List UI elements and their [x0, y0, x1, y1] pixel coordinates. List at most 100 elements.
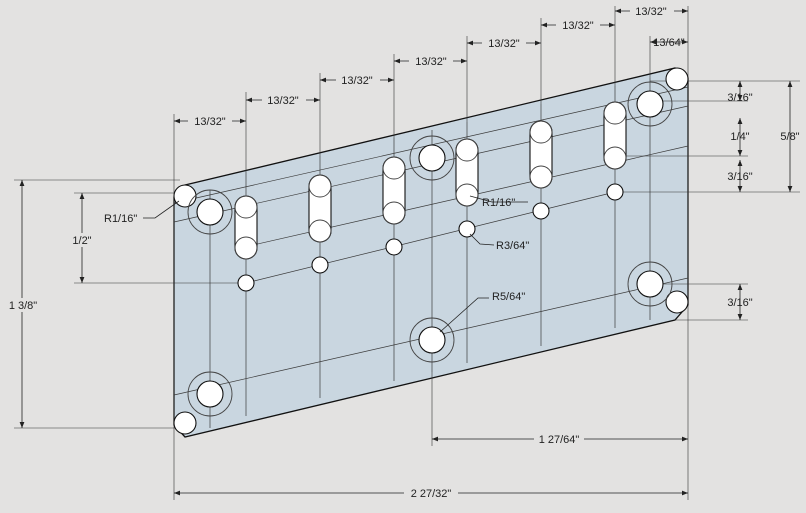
guide-line: [245, 191, 616, 284]
slot: [603, 101, 627, 170]
dim-label-edge-offset: 13/64": [653, 37, 685, 49]
leader-line: [469, 195, 528, 203]
mounting-hole: [636, 270, 664, 298]
label-bg: [556, 18, 600, 32]
slot-end: [529, 165, 553, 189]
slot: [234, 195, 258, 260]
slots: [234, 101, 627, 260]
arrowhead: [79, 277, 85, 283]
arrowhead: [737, 186, 743, 192]
arrowhead: [650, 39, 656, 45]
arrowhead: [609, 22, 615, 28]
radius-label-small-hole: R3/64": [496, 240, 529, 252]
arrowhead: [174, 490, 180, 496]
label-bg: [482, 36, 526, 50]
arrowhead: [682, 436, 688, 442]
small-hole: [606, 183, 624, 201]
mounting-hole: [196, 198, 224, 226]
arrowhead: [19, 422, 25, 428]
radius-callouts: R1/16" R1/16" R3/64" R5/64": [104, 195, 529, 333]
corner-fillet: [665, 67, 689, 91]
mounting-hole: [418, 144, 446, 172]
radius-label-mount-hole: R5/64": [492, 291, 525, 303]
dim-label-bottom-2-27-32: 2 27/32": [411, 488, 452, 500]
dim-label-left-1-2: 1/2": [72, 235, 91, 247]
arrowhead: [737, 314, 743, 320]
dim-label-bottom-1-27-64: 1 27/64": [539, 434, 580, 446]
slot: [308, 174, 332, 243]
left-dimensions: 1/2" 1 3/8": [6, 180, 96, 428]
slot-end: [382, 156, 406, 180]
arrowhead: [682, 39, 688, 45]
mounting-holes: [187, 81, 673, 417]
arrowhead: [314, 97, 320, 103]
leader-line: [469, 233, 495, 246]
arrowhead: [682, 8, 688, 14]
mounting-hole: [196, 380, 224, 408]
leader-line: [143, 200, 180, 219]
slot-end: [234, 195, 258, 219]
slot-end: [308, 174, 332, 198]
dim-label-right-5-8: 5/8": [780, 131, 799, 143]
slot-end: [603, 101, 627, 125]
counterbore-ring: [627, 81, 673, 127]
counterbore-ring: [409, 317, 455, 363]
bottom-dimensions: 1 27/64" 2 27/32": [174, 432, 688, 500]
corner-fillet: [665, 290, 689, 314]
arrowhead: [737, 160, 743, 166]
dim-label-col-2: 13/32": [267, 95, 299, 107]
arrowhead: [394, 58, 400, 64]
arrowhead: [787, 81, 793, 87]
corner-fillet: [173, 411, 197, 435]
slot: [455, 138, 479, 207]
arrowhead: [19, 180, 25, 186]
label-bg: [188, 114, 232, 128]
arrowhead: [737, 118, 743, 124]
radius-label-corner: R1/16": [104, 213, 137, 225]
label-bg: [409, 54, 453, 68]
mounting-hole: [418, 326, 446, 354]
arrowhead: [467, 40, 473, 46]
slot-end: [308, 219, 332, 243]
label-bg: [630, 4, 674, 18]
slot-end: [603, 146, 627, 170]
arrowhead: [682, 490, 688, 496]
dim-label-right-1-4: 1/4": [730, 131, 749, 143]
dim-label-col-1: 13/32": [194, 116, 226, 128]
arrowhead: [737, 284, 743, 290]
small-hole: [385, 238, 403, 256]
dim-label-col-7: 13/32": [635, 6, 667, 18]
counterbore-ring: [187, 371, 233, 417]
corner-fillets: [173, 67, 689, 435]
arrowhead: [737, 150, 743, 156]
dimension-arrowheads: [19, 8, 793, 496]
slot-end: [234, 236, 258, 260]
arrowhead: [535, 40, 541, 46]
small-holes: [237, 183, 624, 292]
dim-label-left-1-3-8: 1 3/8": [9, 300, 37, 312]
arrowhead: [432, 436, 438, 442]
counterbore-ring: [627, 261, 673, 307]
arrowhead: [461, 58, 467, 64]
arrowhead: [737, 95, 743, 101]
arrowhead: [174, 118, 180, 124]
dim-label-right-mid: 3/16": [727, 171, 752, 183]
corner-fillet: [173, 184, 197, 208]
small-hole: [311, 256, 329, 274]
arrowhead: [737, 81, 743, 87]
small-hole: [458, 220, 476, 238]
label-bg: [336, 73, 380, 87]
counterbore-ring: [409, 135, 455, 181]
arrowhead: [320, 77, 326, 83]
top-dimensions: 13/32" 13/32" 13/32" 13/32" 13/32" 13/32…: [174, 4, 688, 128]
arrowhead: [246, 97, 252, 103]
slot-end: [382, 201, 406, 225]
right-dimensions: 3/16" 1/4" 3/16" 5/8" 3/16": [727, 81, 800, 320]
dim-label-col-5: 13/32": [488, 38, 520, 50]
slot: [529, 120, 553, 189]
dim-label-right-bottom: 3/16": [727, 297, 752, 309]
arrowhead: [541, 22, 547, 28]
slot: [382, 156, 406, 225]
